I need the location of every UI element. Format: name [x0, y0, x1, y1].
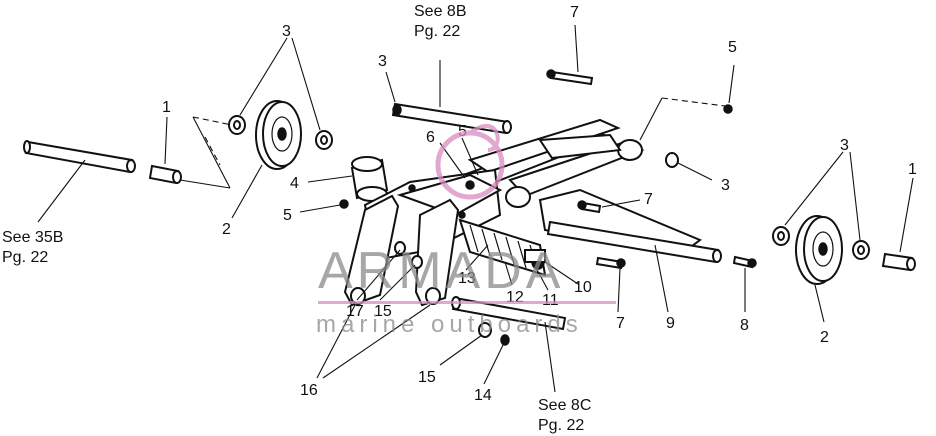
callout-7-middle: 7 [644, 191, 653, 208]
leader-lines [37, 24, 914, 393]
upper-arm-assembly [452, 118, 645, 208]
callout-3-right-nut: 3 [721, 177, 730, 194]
nuts [339, 104, 733, 346]
side-plates [343, 194, 460, 307]
page-references: See 8B Pg. 22 See 35B Pg. 22 See 8C Pg. … [2, 3, 591, 434]
callout-5-left: 5 [283, 207, 292, 224]
ref-35b-line2: Pg. 22 [2, 249, 48, 266]
ref-8b-line1: See 8B [414, 3, 466, 20]
callout-4: 4 [290, 175, 299, 192]
left-spacer [148, 164, 182, 185]
watermark-brand: ARMADA [318, 242, 564, 300]
right-washers [772, 226, 870, 260]
callout-numbers: 1 1 2 2 3 3 3 3 3 4 5 5 5 6 7 7 7 8 9 10… [162, 4, 917, 404]
callout-15-lower: 15 [418, 369, 436, 386]
callout-15-upper: 15 [374, 303, 392, 320]
callout-8: 8 [740, 317, 749, 334]
callout-7-top: 7 [570, 4, 579, 21]
callout-14: 14 [474, 387, 492, 404]
callout-1-right: 1 [908, 161, 917, 178]
right-long-shaft [546, 220, 722, 264]
left-idler-wheel [255, 100, 302, 170]
callout-9: 9 [666, 315, 675, 332]
ref-8b-line2: Pg. 22 [414, 23, 460, 40]
watermark-rule [318, 301, 616, 304]
left-axle-shaft [23, 140, 136, 174]
callout-5-top-right: 5 [728, 39, 737, 56]
ref-8c-line1: See 8C [538, 397, 591, 414]
callout-2-left: 2 [222, 221, 231, 238]
callout-3-left-wheel: 3 [282, 23, 291, 40]
callout-10: 10 [574, 279, 592, 296]
callout-6: 6 [426, 129, 435, 146]
ref-35b-line1: See 35B [2, 229, 63, 246]
callout-16: 16 [300, 382, 318, 399]
watermark-tagline: marine outboards [316, 311, 583, 338]
callout-13: 13 [458, 270, 476, 287]
spring-shock [458, 218, 547, 277]
right-spacer [881, 252, 916, 272]
callout-3-upper-left: 3 [378, 53, 387, 70]
bushing [350, 156, 389, 202]
left-washers [228, 115, 333, 150]
callout-17: 17 [346, 303, 364, 320]
watermark-emblem-icon [435, 123, 505, 200]
callout-1-left: 1 [162, 99, 171, 116]
callout-7-lower: 7 [616, 315, 625, 332]
callout-11: 11 [542, 292, 559, 309]
right-idler-wheel [795, 215, 843, 285]
bolts [546, 69, 757, 270]
callout-3-right-wheel: 3 [840, 137, 849, 154]
callout-2-right: 2 [820, 329, 829, 346]
ref-8c-line2: Pg. 22 [538, 417, 584, 434]
watermark: ARMADA marine outboards [316, 123, 616, 338]
